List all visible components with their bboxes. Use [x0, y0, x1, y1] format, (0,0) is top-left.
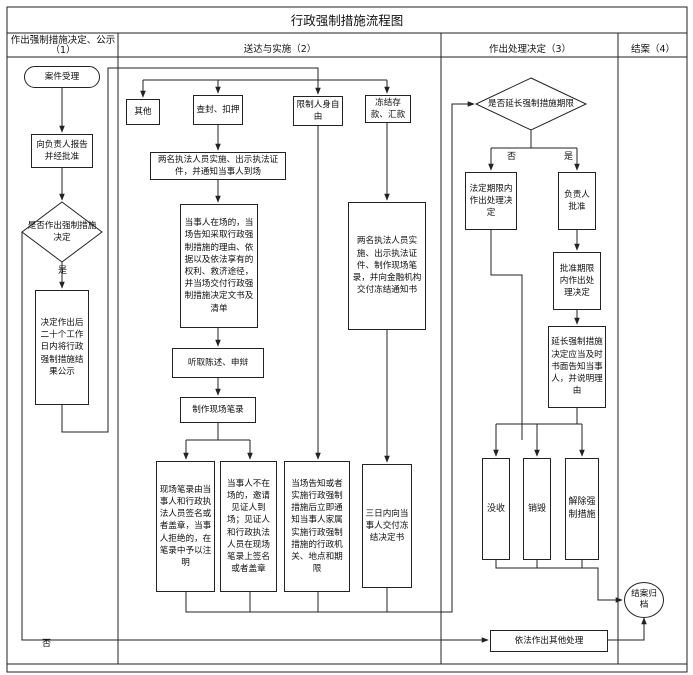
node-extend-decision: 是否延长强制措施期限	[488, 99, 574, 109]
node-destroy: 销毁	[523, 458, 551, 560]
node-make-record: 制作现场笔录	[180, 397, 256, 423]
label-yes-enforce: 是	[58, 266, 68, 276]
node-report-approve: 向负责人报告并经批准	[31, 134, 93, 168]
node-inform-party: 当事人在场的，当场告知采取行政强制措施的理由、依据以及依法享有的权利、救济途径，…	[180, 204, 258, 328]
chart-title: 行政强制措施流程图	[290, 13, 404, 28]
node-freeze-deposit: 冻结存款、汇款	[365, 95, 411, 123]
node-party-absent: 当事人不在场的，邀请见证人到场；见证人和行政执法人员在现场笔录上签名或者盖章	[220, 461, 277, 592]
node-confiscate: 没收	[482, 458, 510, 560]
label-no-extend: 否	[507, 152, 517, 162]
node-hear-statement: 听取陈述、申辩	[172, 348, 264, 378]
column-header-decision: 作出强制措施决定、公示（1）	[10, 35, 116, 56]
node-approved-period: 批准期限内作出处理决定	[553, 252, 601, 310]
node-statutory-period: 法定期限内作出处理决定	[465, 172, 517, 230]
node-case-accept: 案件受理	[24, 66, 100, 88]
column-header-close: 结案（4）	[630, 44, 676, 55]
node-seal-seize: 查封、扣押	[193, 95, 243, 125]
node-close-archive: 结案归档	[624, 582, 664, 618]
node-release-measure: 解除强制措施	[565, 458, 599, 560]
node-party-present: 现场笔录由当事人和行政执法人员签名或者盖章，当事人拒绝的，在笔录中予以注明	[156, 461, 215, 592]
node-publicize: 决定作出后二十个工作日内将行政强制措施结果公示	[35, 290, 89, 405]
node-leader-approve: 负责人批准	[558, 172, 596, 230]
node-decide-enforce: 是否作出强制措施决定	[27, 221, 97, 243]
node-restrict-freedom: 限制人身自由	[293, 96, 343, 126]
table-border	[6, 6, 688, 673]
node-freeze-procedure: 两名执法人员实施、出示执法证件、制作现场笔录，并向金融机构交付冻结通知书	[348, 202, 426, 330]
label-no-enforce: 否	[42, 639, 52, 649]
node-notify-family: 当场告知或者实施行政强制措施后立即通知当事人家属实施行政强制措施的行政机关、地点…	[284, 461, 350, 592]
label-yes-extend: 是	[564, 152, 574, 162]
node-other: 其他	[126, 99, 160, 125]
node-three-days: 三日内向当事人交付冻结决定书	[362, 464, 412, 588]
node-extend-notice: 延长强制措施决定应当及时书面告知当事人，并说明理由	[548, 326, 606, 408]
column-header-handling: 作出处理决定（3）	[488, 44, 572, 55]
node-two-officers: 两名执法人员实施、出示执法证件，并通知当事人到场	[150, 152, 286, 180]
column-header-delivery: 送达与实施（2）	[243, 44, 317, 55]
node-other-handling: 依法作出其他处理	[490, 630, 608, 652]
